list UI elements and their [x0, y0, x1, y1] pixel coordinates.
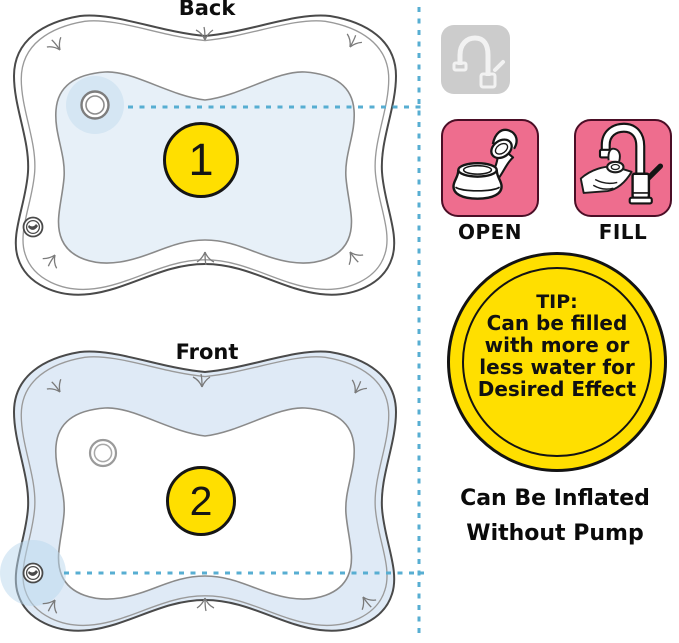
- step-2-badge: 2: [166, 466, 236, 536]
- tip-callout: TIP: Can be filled with more or less wat…: [447, 252, 667, 472]
- footnote: Can Be Inflated Without Pump: [425, 481, 679, 551]
- front-view-title: Front: [175, 340, 239, 364]
- open-step-label: OPEN: [457, 220, 523, 244]
- tip-inner-ring: [462, 267, 652, 457]
- fill-valve-ring: [80, 90, 110, 120]
- tip-line: with more or: [484, 333, 630, 357]
- open-valve-cap-icon: [452, 128, 518, 200]
- tip-line: Desired Effect: [477, 377, 637, 401]
- back-view-title: Back: [178, 0, 236, 20]
- fill-step-label: FILL: [598, 220, 648, 244]
- fill-step-box: [574, 119, 672, 217]
- fill-valve-ring-back-side: [88, 438, 118, 468]
- tip-heading: TIP:: [536, 291, 578, 313]
- tip-line: Can be filled: [486, 311, 628, 335]
- tip-line: less water for: [479, 355, 635, 379]
- open-step-box: [441, 119, 539, 217]
- footnote-line-1: Can Be Inflated: [460, 486, 650, 511]
- back-mat-illustration: [13, 14, 397, 296]
- footnote-line-2: Without Pump: [466, 521, 644, 546]
- front-mat-illustration: [0, 350, 397, 632]
- faucet-icon: [452, 35, 505, 89]
- faucet-ghost-box: [441, 25, 510, 94]
- faucet-filling-icon: [579, 122, 664, 205]
- step-1-badge: 1: [163, 122, 239, 198]
